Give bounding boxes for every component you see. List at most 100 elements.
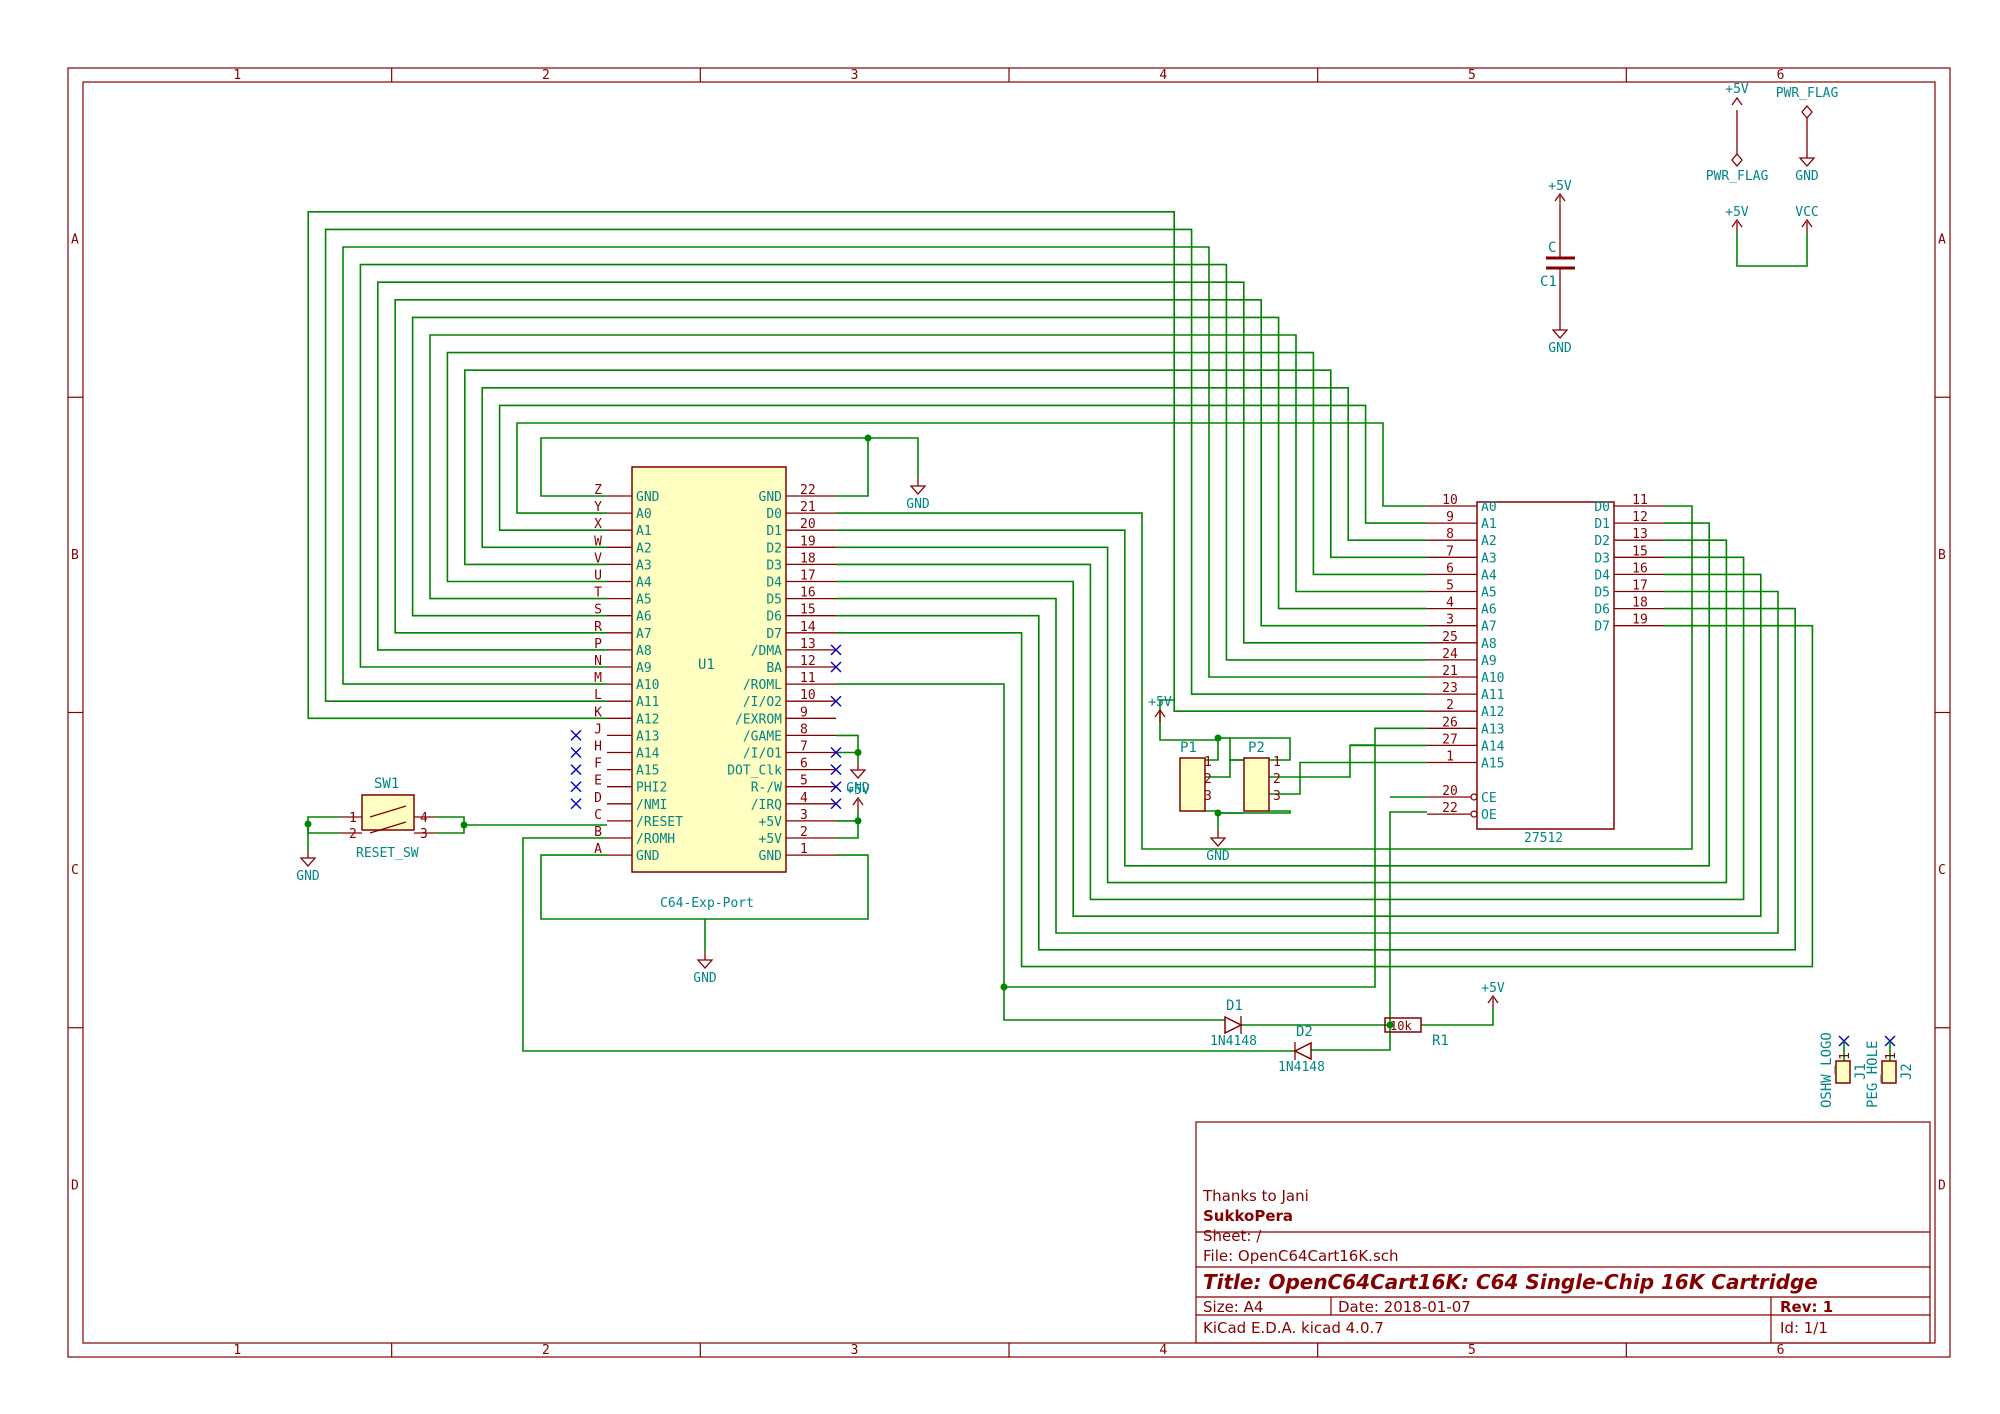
zone-col-bottom-6: 6 <box>1777 1343 1785 1358</box>
u1-pin-S-name: A6 <box>636 610 652 625</box>
eprom-pin-24-name: A9 <box>1481 654 1497 669</box>
eprom-pin-23-number: 23 <box>1442 681 1458 696</box>
tb-size: Size: A4 <box>1203 1298 1263 1316</box>
p1-ref: P1 <box>1180 740 1197 756</box>
vcc-symbol: VCC <box>1795 205 1818 220</box>
sw1-reset-switch: 1 2 4 3 SW1 RESET_SW <box>340 776 436 861</box>
u1-pin-10-name: /I/O2 <box>743 695 782 710</box>
zone-col-bottom-5: 5 <box>1468 1343 1476 1358</box>
u1-pin-17-number: 17 <box>800 569 816 584</box>
j1-oshw-logo: OSHW_LOGO J1 1 <box>1819 1032 1869 1108</box>
u1-pin-22-name: GND <box>759 490 783 505</box>
u1-pin-5-name: R-/W <box>751 781 782 796</box>
u1-pin-2-name: +5V <box>759 832 783 847</box>
p1-pin-2: 2 <box>1204 772 1212 787</box>
zone-row-left-C: C <box>71 863 79 878</box>
u1-pin-7-number: 7 <box>800 740 808 755</box>
p2-ref: P2 <box>1248 740 1265 756</box>
u1-pin-19-number: 19 <box>800 534 816 549</box>
zone-col-bottom-2: 2 <box>542 1343 550 1358</box>
sw1-pin-1: 1 <box>349 811 357 826</box>
eprom-pin-3-name: A7 <box>1481 620 1497 635</box>
u1-pin-H-number: H <box>594 740 602 755</box>
u1-pin-6-number: 6 <box>800 757 808 772</box>
u1-pin-N-number: N <box>594 654 602 669</box>
eprom-pin-16-name: D4 <box>1594 568 1610 583</box>
gnd-symbol-pwrflag: GND <box>1795 169 1819 184</box>
u1-pin-R-name: A7 <box>636 627 652 642</box>
u1-pin-13-number: 13 <box>800 637 816 652</box>
zone-col-bottom-3: 3 <box>851 1343 859 1358</box>
u1-pin-L-name: A11 <box>636 695 659 710</box>
p1-pin-3: 3 <box>1204 789 1212 804</box>
p1-header: P1 1 2 3 <box>1179 740 1212 812</box>
vcc5-symbol-pwrflag: +5V <box>1725 82 1749 97</box>
zone-col-bottom-1: 1 <box>233 1343 241 1358</box>
eprom-pin-5-number: 5 <box>1446 579 1454 594</box>
zone-row-right-C: C <box>1938 863 1946 878</box>
u1-pin-1-number: 1 <box>800 842 808 857</box>
u1-pin-19-name: D2 <box>766 541 782 556</box>
u1-pin-K-number: K <box>594 705 602 720</box>
tb-sheet: Sheet: / <box>1203 1227 1262 1245</box>
d1-value: 1N4148 <box>1210 1034 1257 1049</box>
eprom-pin-8-name: A2 <box>1481 534 1497 549</box>
u1-pin-15-number: 15 <box>800 603 816 618</box>
eprom-pin-2-number: 2 <box>1446 698 1454 713</box>
u1-pin-11-name: /ROML <box>743 678 782 693</box>
eprom-pin-26-name: A13 <box>1481 722 1504 737</box>
u1-pin-16-number: 16 <box>800 586 816 601</box>
d2-diode: D2 1N4148 <box>1278 1024 1325 1075</box>
j1-ref: J1 <box>1853 1063 1869 1080</box>
zone-row-left-A: A <box>71 233 79 248</box>
eprom-pin-7-name: A3 <box>1481 551 1497 566</box>
eprom-pin-10-number: 10 <box>1442 493 1458 508</box>
zone-row-left-D: D <box>71 1178 79 1193</box>
d1-diode: D1 1N4148 <box>1210 998 1257 1049</box>
zone-col-bottom-4: 4 <box>1159 1343 1167 1358</box>
u1-pin-11-number: 11 <box>800 671 816 686</box>
u1-pin-V-number: V <box>594 551 602 566</box>
tb-file: File: OpenC64Cart16K.sch <box>1203 1247 1399 1265</box>
j2-ref: J2 <box>1899 1063 1915 1080</box>
sw1-value: RESET_SW <box>356 846 419 861</box>
zone-col-top-4: 4 <box>1159 68 1167 83</box>
eprom-pin-9-number: 9 <box>1446 510 1454 525</box>
u1-value: C64-Exp-Port <box>660 896 754 911</box>
eprom-pin-25-number: 25 <box>1442 630 1458 645</box>
u1-pin-1-name: GND <box>759 849 783 864</box>
gnd-symbol-reset: GND <box>296 869 320 884</box>
u1-pin-C-name: /RESET <box>636 815 683 830</box>
eprom-pin-1-number: 1 <box>1446 750 1454 765</box>
eprom-pin-5-name: A5 <box>1481 586 1497 601</box>
j2-pin: 1 <box>1884 1052 1899 1060</box>
eprom-pin-2-name: A12 <box>1481 705 1504 720</box>
r1-ref: R1 <box>1432 1033 1449 1049</box>
u1-pin-R-number: R <box>594 620 602 635</box>
u1-pin-K-name: A12 <box>636 712 659 727</box>
u1-pin-9-name: /EXROM <box>735 712 782 727</box>
zone-col-top-2: 2 <box>542 68 550 83</box>
zone-col-top-5: 5 <box>1468 68 1476 83</box>
zone-col-top-1: 1 <box>233 68 241 83</box>
eprom-pin-1-name: A15 <box>1481 757 1504 772</box>
eprom-pin-18-name: D6 <box>1594 603 1610 618</box>
eprom-pin-9-name: A1 <box>1481 517 1497 532</box>
zone-row-right-A: A <box>1938 233 1946 248</box>
u1-pin-20-number: 20 <box>800 517 816 532</box>
sheet-frame <box>67 67 1951 1358</box>
u1-pin-B-number: B <box>594 825 602 840</box>
p2-pin-2: 2 <box>1273 772 1281 787</box>
zone-row-right-B: B <box>1938 548 1946 563</box>
eprom-pin-22-number: 22 <box>1442 801 1458 816</box>
p2-pin-3: 3 <box>1273 789 1281 804</box>
gnd-symbol-c1: GND <box>1548 341 1572 356</box>
tb-date: Date: 2018-01-07 <box>1338 1298 1471 1316</box>
c1-value: C <box>1548 240 1556 256</box>
u1-pin-V-name: A3 <box>636 558 652 573</box>
tb-company: SukkoPera <box>1203 1207 1293 1225</box>
u1-pin-6-name: DOT_Clk <box>727 764 782 779</box>
